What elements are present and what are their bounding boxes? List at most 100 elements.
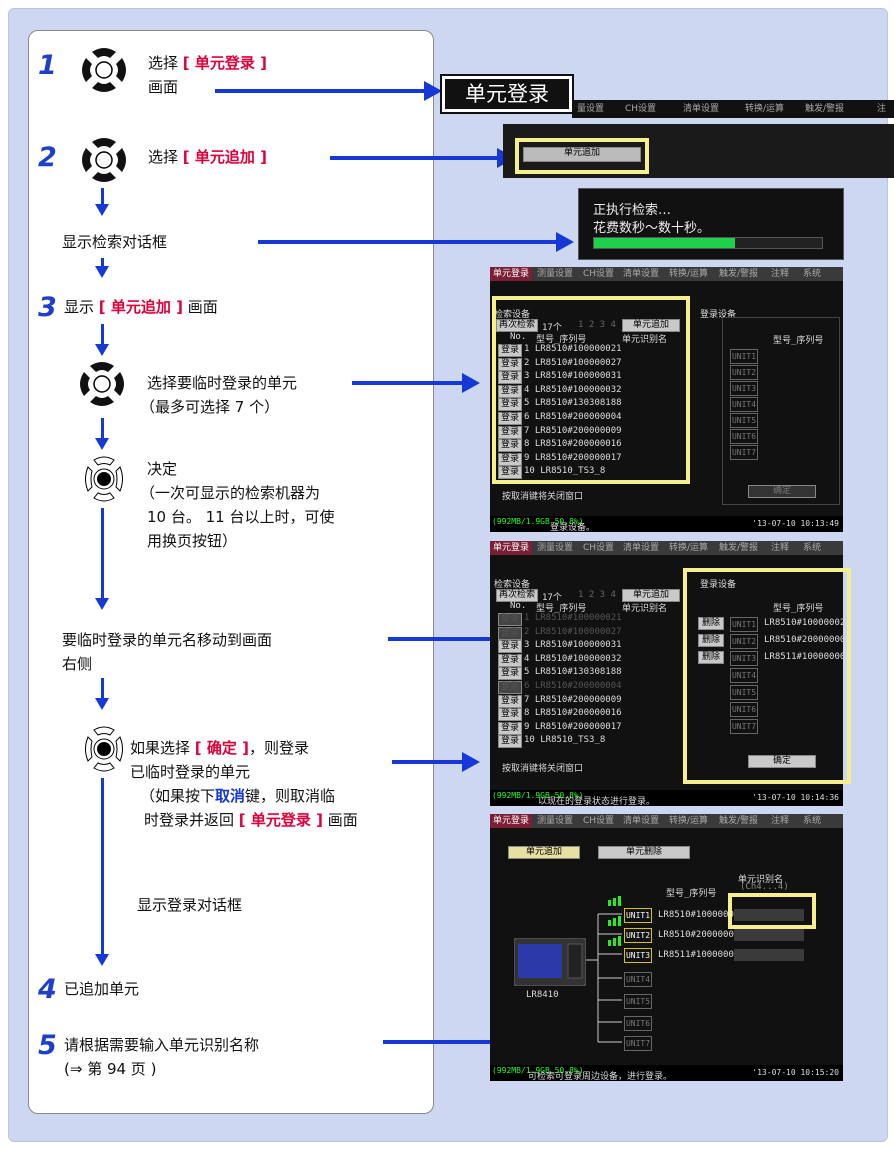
unit-slot: UNIT3 <box>624 948 652 963</box>
registered-devices-title: 登录设备 <box>700 580 737 590</box>
step-3-register-dialog-text: 显示登录对话框 <box>137 896 243 914</box>
register-button[interactable]: 登录 <box>498 694 522 708</box>
tab-unit-register[interactable]: 单元登录 <box>490 267 533 281</box>
tab-measure[interactable]: 测量设置 <box>537 269 574 279</box>
search-result-row: 2 LR8510#100000027 <box>524 357 622 368</box>
register-button[interactable]: 登录 <box>498 735 522 749</box>
step-3-ok-line3: （如果按下取消键，则取消临 <box>140 787 336 805</box>
tab-convert[interactable]: 转换/运算 <box>669 543 709 553</box>
ok-button[interactable]: 确定 <box>748 485 816 498</box>
highlight-frame <box>515 138 649 174</box>
register-button[interactable]: 登录 <box>498 452 522 466</box>
flow-line <box>101 778 104 956</box>
step-5-text: 请根据需要输入单元识别名称 <box>64 1036 260 1054</box>
search-result-row: 1 LR8510#100000021 <box>524 344 622 354</box>
tab-measure-settings[interactable]: 量设置 <box>577 104 605 114</box>
tab-unit-register[interactable]: 单元登录 <box>440 74 574 114</box>
flow-arrow <box>95 698 109 710</box>
unit-add-button[interactable]: 单元追加 <box>622 319 680 332</box>
tab-unit-register[interactable]: 单元登录 <box>490 814 533 828</box>
tab-trigger[interactable]: 触发/警报 <box>719 543 759 553</box>
search-devices-title: 检索设备 <box>494 580 531 590</box>
pager[interactable]: 1 2 3 4 5 <box>578 590 627 600</box>
screen-unit-add-selected: 单元登录 测量设置 CH设置 清单设置 转换/运算 触发/警报 注释 系统 检索… <box>490 541 843 806</box>
tab-system[interactable]: 系统 <box>803 543 822 553</box>
register-button[interactable]: 登录 <box>498 640 522 654</box>
unit-slot: UNIT3 <box>730 381 758 396</box>
register-button: 登录 <box>498 681 522 694</box>
tab-trigger[interactable]: 触发/警报 <box>805 104 845 114</box>
tab-notes[interactable]: 注释 <box>771 543 790 553</box>
unit-add-button[interactable]: 单元追加 <box>523 147 641 162</box>
unit-name-field[interactable] <box>734 909 804 921</box>
delete-button[interactable]: 删除 <box>698 634 724 647</box>
device-count: 17个 <box>542 323 562 333</box>
tab-unit-register[interactable]: 单元登录 <box>490 541 533 555</box>
unit-slot: UNIT5 <box>624 994 652 1009</box>
unit-add-button[interactable]: 单元追加 <box>622 589 680 602</box>
tab-ch[interactable]: CH设置 <box>583 816 615 826</box>
search-result-row: 5 LR8510#130308188 <box>524 667 622 678</box>
tab-notes[interactable]: 注释 <box>771 816 790 826</box>
tab-convert[interactable]: 转换/运算 <box>669 816 709 826</box>
tab-convert[interactable]: 转换/运算 <box>745 104 785 114</box>
tab-trigger[interactable]: 触发/警报 <box>719 816 759 826</box>
step-3-ok-line2: 已临时登录的单元 <box>130 763 251 781</box>
register-button[interactable]: 登录 <box>498 357 522 371</box>
unit-name-field[interactable] <box>734 949 804 961</box>
delete-button[interactable]: 删除 <box>698 617 724 630</box>
unit-slot: UNIT6 <box>730 702 758 717</box>
flow-line <box>101 188 104 204</box>
tab-list-settings[interactable]: 清单设置 <box>683 104 720 114</box>
ok-button[interactable]: 确定 <box>748 755 816 768</box>
unit-slot: UNIT4 <box>624 972 652 987</box>
tab-system[interactable]: 系统 <box>803 816 822 826</box>
tab-list[interactable]: 清单设置 <box>623 269 660 279</box>
status-bar: (992MB/1.9GB 50.8%) 登录设备。 '13-07-10 10:1… <box>490 516 843 532</box>
status-time: '13-07-10 10:15:20 <box>752 1068 839 1077</box>
step-1-number: 1 <box>38 50 57 81</box>
status-time: '13-07-10 10:14:36 <box>752 793 839 802</box>
register-button[interactable]: 登录 <box>498 398 522 412</box>
delete-button[interactable]: 删除 <box>698 651 724 664</box>
tab-trigger[interactable]: 触发/警报 <box>719 269 759 279</box>
register-button[interactable]: 登录 <box>498 721 522 735</box>
register-button[interactable]: 登录 <box>498 344 522 357</box>
tab-list[interactable]: 清单设置 <box>623 816 660 826</box>
register-button[interactable]: 登录 <box>498 384 522 398</box>
tab-more[interactable]: 注 <box>877 104 887 114</box>
tab-measure[interactable]: 测量设置 <box>537 543 574 553</box>
register-button[interactable]: 登录 <box>498 425 522 439</box>
tab-ch[interactable]: CH设置 <box>583 269 615 279</box>
status-bar: (992MB/1.9GB 50.8%) 可检索可登录周边设备，进行登录。 '13… <box>490 1065 843 1081</box>
tab-measure[interactable]: 测量设置 <box>537 816 574 826</box>
register-button[interactable]: 登录 <box>498 439 522 453</box>
register-button[interactable]: 登录 <box>498 466 522 480</box>
register-button[interactable]: 登录 <box>498 371 522 385</box>
research-button[interactable]: 再次检索 <box>496 319 538 332</box>
unit-slot: UNIT6 <box>624 1016 652 1031</box>
tab-convert[interactable]: 转换/运算 <box>669 269 709 279</box>
search-dialog: 正执行检索… 花费数秒～数十秒。 <box>578 188 844 260</box>
register-button[interactable]: 登录 <box>498 667 522 681</box>
pager[interactable]: 1 2 3 4 5 <box>578 320 627 330</box>
tab-ch-settings[interactable]: CH设置 <box>625 104 657 114</box>
unit-name-field[interactable] <box>734 929 804 941</box>
tab-system[interactable]: 系统 <box>803 269 822 279</box>
register-button[interactable]: 登录 <box>498 412 522 425</box>
unit-add-button[interactable]: 单元追加 <box>508 846 580 859</box>
register-button[interactable]: 登录 <box>498 653 522 667</box>
flow-arrow <box>95 344 109 356</box>
tab-notes[interactable]: 注释 <box>771 269 790 279</box>
unit-delete-button[interactable]: 单元删除 <box>598 846 690 859</box>
search-result-row: 10 LR8510_TS3_8 <box>524 466 606 477</box>
research-button[interactable]: 再次检索 <box>496 589 538 602</box>
register-button[interactable]: 登录 <box>498 708 522 722</box>
tab-list[interactable]: 清单设置 <box>623 543 660 553</box>
search-result-row: 8 LR8510#200000016 <box>524 439 622 450</box>
tab-ch[interactable]: CH设置 <box>583 543 615 553</box>
unit-slot: UNIT4 <box>730 668 758 683</box>
unit-slot: UNIT5 <box>730 685 758 700</box>
tab-bar: 单元登录 测量设置 CH设置 清单设置 转换/运算 触发/警报 注释 系统 <box>490 814 843 828</box>
reg-col-model: 型号_序列号 <box>773 336 824 346</box>
